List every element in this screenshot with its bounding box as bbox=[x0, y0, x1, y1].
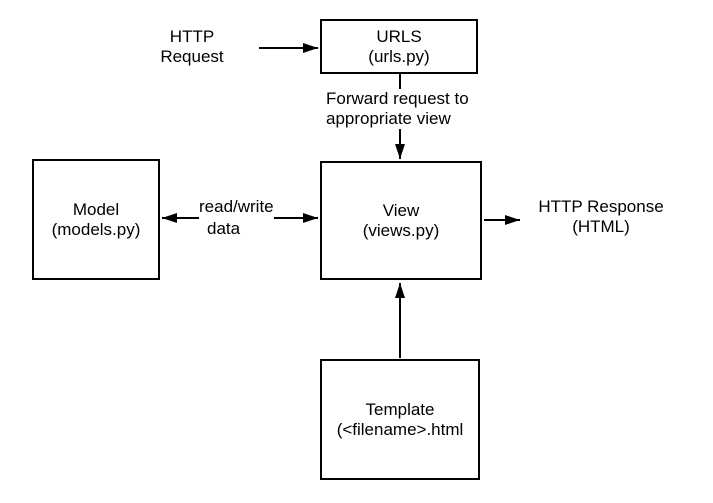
http-response-label-line2: (HTML) bbox=[572, 217, 630, 236]
template-box: Template (<filename>.html bbox=[320, 359, 480, 480]
template-box-subtitle: (<filename>.html bbox=[336, 419, 464, 439]
urls-box-title: URLS bbox=[376, 26, 422, 46]
forward-request-label-line2: appropriate view bbox=[326, 109, 451, 128]
model-box-subtitle: (models.py) bbox=[51, 219, 141, 239]
http-request-label-line2: Request bbox=[160, 47, 224, 66]
urls-box-subtitle: (urls.py) bbox=[368, 46, 430, 66]
read-write-data-label-line1: read/write bbox=[199, 197, 274, 216]
http-response-label-line1: HTTP Response bbox=[538, 197, 664, 216]
model-box-title: Model bbox=[72, 199, 120, 219]
template-box-title: Template bbox=[365, 399, 435, 419]
http-request-label: HTTP Request bbox=[146, 27, 238, 67]
forward-request-label-line1: Forward request to bbox=[326, 89, 469, 108]
read-write-data-label: read/write data bbox=[199, 196, 274, 240]
urls-box: URLS (urls.py) bbox=[320, 19, 478, 74]
view-box-title: View bbox=[382, 200, 420, 220]
http-response-label: HTTP Response (HTML) bbox=[529, 197, 673, 237]
view-box: View (views.py) bbox=[320, 161, 482, 280]
view-box-subtitle: (views.py) bbox=[362, 220, 440, 240]
model-box: Model (models.py) bbox=[32, 159, 160, 280]
http-request-label-line1: HTTP bbox=[169, 27, 215, 46]
read-write-data-label-line2: data bbox=[207, 219, 241, 238]
forward-request-label: Forward request to appropriate view bbox=[326, 89, 469, 129]
